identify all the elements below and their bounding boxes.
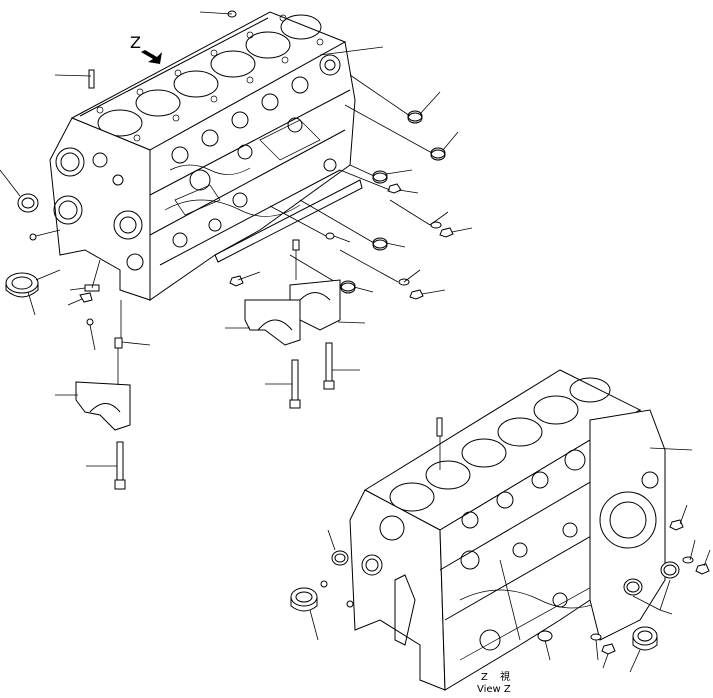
expansion-plug-4: [299, 199, 406, 251]
expansion-plug-3: [349, 164, 413, 184]
view-direction-arrow-icon: [141, 50, 162, 64]
small-plug-lower: [320, 580, 328, 588]
view-kanji: 視: [500, 670, 510, 683]
dowel-left-cap: [114, 300, 151, 385]
small-pin-2: [339, 249, 421, 286]
arrow-z-label: Z: [130, 33, 141, 52]
view-z-caption: Z 視 View Z: [477, 670, 511, 695]
small-pin-1: [389, 199, 449, 229]
plug-screw-2: [439, 227, 473, 238]
plug-ring-lower-3: [632, 561, 680, 615]
small-plug-lower-2: [346, 600, 354, 608]
bearing-cap-mid: [225, 299, 301, 346]
cam-bushing-lower: [290, 587, 319, 641]
small-plug-left: [29, 229, 61, 241]
dowel-pin-upper: [54, 69, 95, 89]
upper-cylinder-block: [49, 11, 363, 301]
cam-bushing-bottom: [629, 626, 658, 673]
expansion-plug-1: [349, 74, 441, 124]
small-pin-left: [86, 318, 96, 351]
plug-ring-lower-2: [623, 578, 643, 596]
seal-ring-left: [0, 169, 39, 213]
lower-cylinder-block: [349, 369, 666, 691]
screw-bottom: [601, 643, 616, 669]
cap-bolt-mid: [265, 359, 301, 409]
view-caption: View Z: [477, 684, 511, 694]
top-plug: [199, 10, 237, 18]
dowel-pin-lower: [436, 417, 443, 470]
bolt-head-mid: [229, 271, 261, 287]
bearing-cap-left: [55, 381, 131, 431]
fitting-left: [67, 259, 101, 306]
expansion-plug-2: [344, 104, 459, 161]
plug-screw-1: [339, 169, 419, 194]
pin-bottom: [590, 633, 602, 661]
cap-bolt-right: [323, 342, 360, 390]
screw-lower-right: [669, 504, 688, 531]
dowel-upper-mid: [292, 239, 300, 280]
screw-lower-right-2: [695, 549, 711, 575]
plug-ring-lower-1: [327, 529, 349, 566]
pin-lower-right: [682, 539, 696, 564]
plug-bottom-1: [537, 630, 553, 661]
view-z-arrow: Z: [130, 33, 162, 64]
plug-screw-3: [269, 205, 351, 243]
cap-bolt-left: [86, 441, 126, 490]
plug-screw-4: [409, 289, 446, 300]
cam-bushing-left: [5, 269, 61, 316]
view-letter: Z: [481, 672, 488, 683]
